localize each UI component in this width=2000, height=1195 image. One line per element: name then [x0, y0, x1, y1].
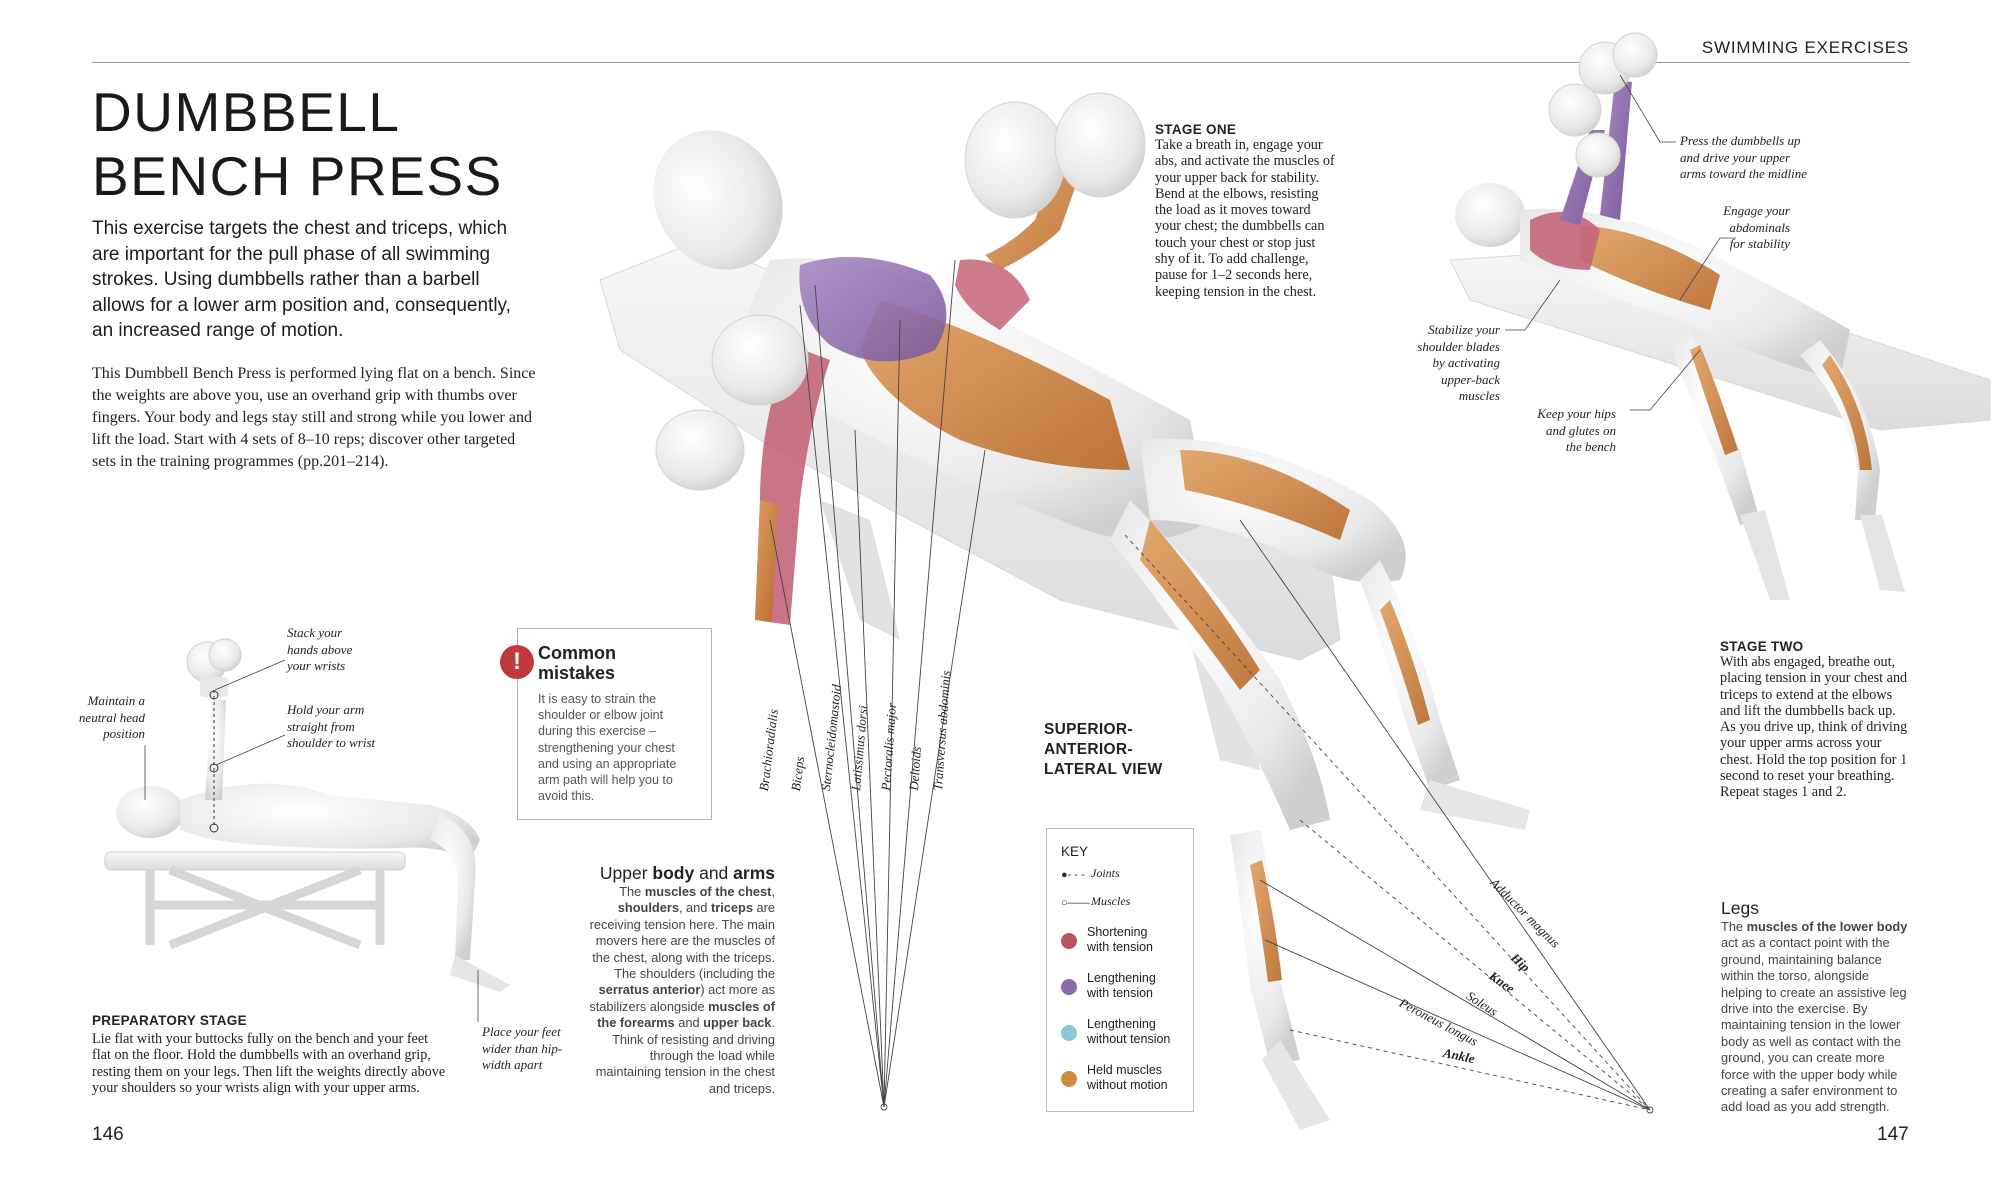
preparatory-text: Lie flat with your buttocks fully on the…	[92, 1031, 446, 1096]
upper-muscle-lines	[769, 259, 986, 1111]
stage-two-chest	[1530, 212, 1600, 270]
header-rule	[92, 62, 1910, 63]
stage-two: STAGE TWO With abs engaged, breathe out,…	[1720, 639, 1910, 801]
main-foot-left	[1262, 1040, 1330, 1130]
key-dot-lengthening	[1061, 979, 1077, 995]
main-dumbbell-right-a	[964, 101, 1066, 219]
prep-joint-shoulder	[209, 823, 219, 833]
warning-icon: !	[500, 645, 534, 679]
prep-head	[116, 786, 184, 838]
page-title-line-1: DUMBBELL	[92, 81, 401, 143]
main-head	[653, 130, 783, 270]
stage-two-heading: STAGE TWO	[1720, 639, 1804, 654]
prep-joint-elbow	[209, 763, 219, 773]
page-number-right: 147	[1877, 1124, 1909, 1145]
prep-dumbbell-grip	[200, 677, 228, 697]
preparatory-figure	[104, 638, 510, 1022]
key-muscles: Muscles	[1091, 894, 1131, 908]
main-foot-right	[1420, 780, 1530, 830]
view-label: SUPERIOR-ANTERIOR-LATERAL VIEW	[1044, 721, 1163, 778]
preparatory-heading: PREPARATORY STAGE	[92, 1013, 247, 1028]
upper-body-title: Upper body and arms	[599, 863, 775, 883]
stage-one-heading: STAGE ONE	[1155, 122, 1237, 137]
page-title: DUMBBELL BENCH PRESS	[92, 80, 503, 208]
key-title: KEY	[1061, 844, 1089, 859]
common-mistakes-text: It is easy to strain the shoulder or elb…	[538, 692, 677, 804]
body-paragraph: This Dumbbell Bench Press is performed l…	[92, 365, 536, 470]
preparatory-stage: PREPARATORY STAGE Lie flat with your but…	[92, 1013, 447, 1096]
legs-section: Legs The muscles of the lower body act a…	[1721, 897, 1911, 1116]
section-title: SWIMMING EXERCISES	[1701, 38, 1909, 57]
main-deltoid-right	[955, 259, 1030, 330]
page-number-left: 146	[92, 1124, 124, 1145]
muscle-label-deltoids: Deltoids	[906, 746, 925, 792]
legs-title: Legs	[1721, 898, 1759, 918]
main-dumbbell-left-b	[655, 409, 745, 491]
main-pectoralis	[799, 257, 947, 362]
prep-foot	[450, 955, 510, 992]
key-joints: Joints	[1091, 866, 1120, 880]
prep-dumbbell-2	[208, 638, 242, 672]
intro-paragraph: This exercise targets the chest and tric…	[92, 218, 511, 341]
main-dumbbell-left-a	[711, 314, 809, 406]
prep-torso	[180, 783, 480, 860]
key-joints-symbol: ●- - -	[1061, 869, 1085, 881]
prep-bench-frame	[145, 865, 385, 950]
prep-joint-wrist	[209, 690, 219, 700]
prep-leg	[430, 815, 476, 960]
stage-two-text: With abs engaged, breathe out, placing t…	[1720, 654, 1908, 801]
main-dumbbell-right-b	[1054, 92, 1146, 198]
prep-bench-top	[104, 851, 406, 871]
prep-arm	[205, 700, 226, 800]
upper-body-section: Upper body and arms The muscles of the c…	[585, 862, 775, 1097]
upper-body-text: The muscles of the chest, shoulders, and…	[589, 884, 775, 1096]
stage-one-text: Take a breath in, engage your abs, and a…	[1155, 137, 1335, 300]
key-dot-lengthening-no-tension	[1061, 1025, 1077, 1041]
main-bench-legs	[820, 500, 1260, 770]
legs-text: The muscles of the lower body act as a c…	[1721, 919, 1908, 1115]
stage-two-figure	[1449, 32, 1991, 600]
stage-one: STAGE ONE Take a breath in, engage your …	[1155, 122, 1335, 300]
legend-key: KEY ●- - - Joints ○—— Muscles Shortening…	[1046, 828, 1194, 1112]
key-dot-shortening	[1061, 933, 1077, 949]
key-dot-held	[1061, 1071, 1077, 1087]
stage-two-head	[1455, 183, 1525, 247]
page-title-line-2: BENCH PRESS	[92, 145, 503, 207]
stage-one-figure	[599, 92, 1654, 1130]
key-muscles-symbol: ○——	[1061, 897, 1090, 909]
